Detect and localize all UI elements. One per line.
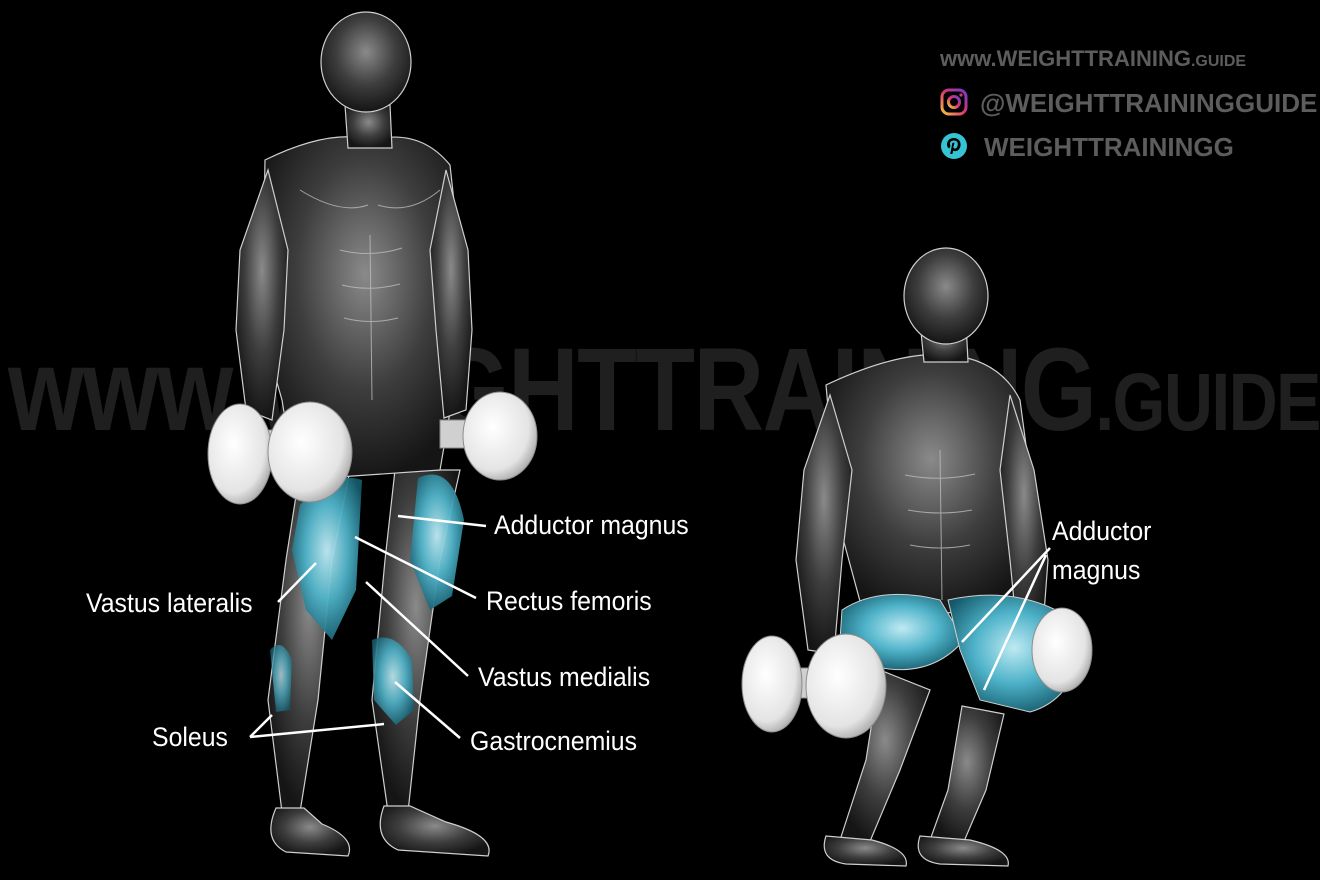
pinterest-icon (941, 133, 967, 159)
label-adductor-squat-line1: Adductor (1052, 516, 1152, 546)
leader-soleus-1 (249, 714, 273, 738)
pinterest-handle: WEIGHTTRAININGG (984, 132, 1234, 162)
leader-soleus-2 (249, 722, 385, 739)
site-url-main: www.WEIGHTTRAINING (940, 46, 1191, 71)
label-soleus: Soleus (152, 722, 228, 752)
instagram-icon (940, 88, 968, 116)
dumbbell-right-squat (1031, 607, 1093, 693)
label-vastus-lateralis: Vastus lateralis (86, 588, 253, 618)
label-adductor-squat-line2: magnus (1052, 555, 1141, 585)
watermark-suffix: .GUIDE (1095, 357, 1320, 448)
squatting-figure (741, 247, 1093, 867)
leader-rectus-femoris (354, 535, 477, 600)
dumbbell-right (439, 391, 538, 481)
leader-vastus-lateralis (277, 562, 317, 603)
leader-adductor-magnus (397, 514, 487, 528)
label-vastus-medialis: Vastus medialis (478, 662, 651, 692)
leader-gastrocnemius (394, 681, 461, 739)
label-gastrocnemius: Gastrocnemius (470, 726, 638, 756)
dumbbell-left (207, 401, 353, 505)
leader-vastus-medialis (365, 581, 469, 677)
standing-figure (207, 11, 538, 857)
site-url-suffix: .GUIDE (1190, 53, 1247, 70)
instagram-handle: @WEIGHTTRAININGGUIDE (980, 88, 1318, 118)
dumbbell-left-squat (741, 633, 887, 739)
leader-adductor-squat-2 (982, 554, 1048, 691)
site-url: www.WEIGHTTRAINING.GUIDE (940, 46, 1246, 72)
label-rectus-femoris: Rectus femoris (486, 586, 652, 616)
leader-lines (249, 514, 1051, 739)
leader-adductor-squat-1 (961, 547, 1051, 643)
label-adductor-magnus: Adductor magnus (494, 510, 689, 540)
